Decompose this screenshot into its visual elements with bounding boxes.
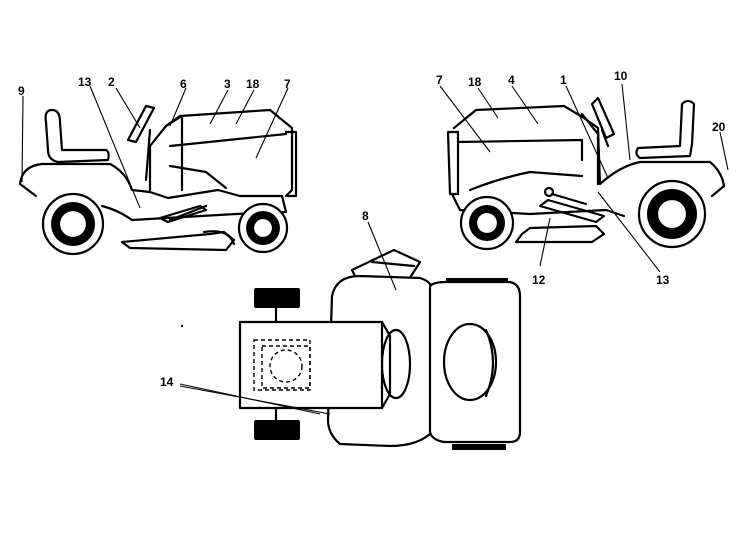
callout-13: 13	[78, 75, 92, 89]
callout-3: 3	[224, 77, 231, 91]
tractor-left-side-view	[18, 85, 298, 256]
callout-10: 10	[614, 69, 628, 83]
callout-4: 4	[508, 73, 515, 87]
callout-18: 18	[468, 75, 482, 89]
callout-20: 20	[712, 120, 726, 134]
right-view-labels: 7 18 4 1 10 20 12 13	[436, 69, 726, 287]
callout-18: 18	[246, 77, 260, 91]
callout-1: 1	[560, 73, 567, 87]
tractor-right-side-view	[439, 83, 729, 273]
callout-12: 12	[532, 273, 546, 287]
callout-7: 7	[436, 73, 443, 87]
tractor-top-view	[179, 221, 522, 450]
callout-2: 2	[108, 75, 115, 89]
callout-7: 7	[284, 77, 291, 91]
callout-13: 13	[656, 273, 670, 287]
callout-8: 8	[362, 209, 369, 223]
callout-6: 6	[180, 77, 187, 91]
callout-9: 9	[18, 84, 25, 98]
callout-14: 14	[160, 375, 174, 389]
left-view-labels: 9 13 2 6 3 18 7	[18, 75, 291, 98]
top-view-labels: 8 14	[160, 209, 369, 389]
